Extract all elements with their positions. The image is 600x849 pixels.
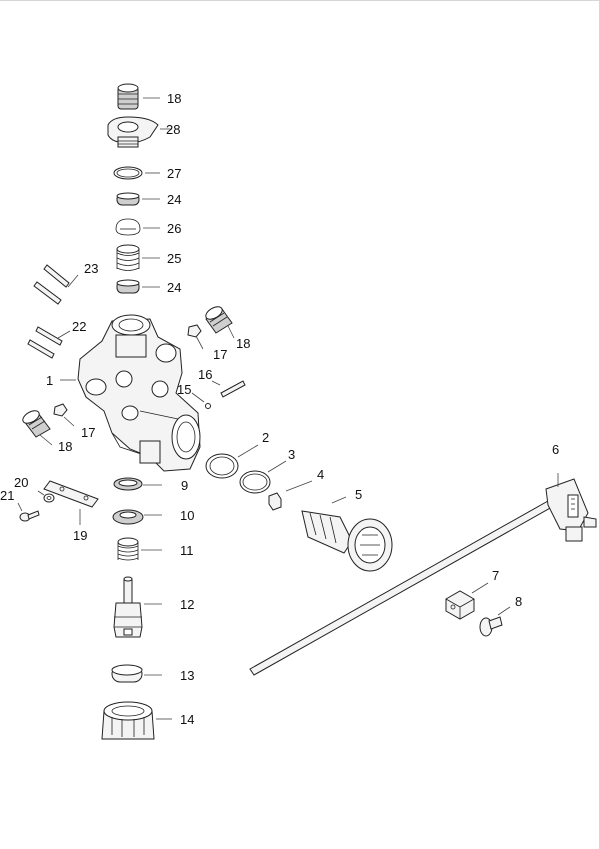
callout-4: 4: [317, 467, 324, 482]
part-13-disc: [111, 664, 143, 683]
part-18-top: [117, 83, 139, 110]
part-4-block: [268, 492, 282, 511]
part-10-washer: [112, 509, 144, 525]
callout-1: 1: [46, 373, 53, 388]
callout-15: 15: [177, 382, 191, 397]
callout-7: 7: [492, 568, 499, 583]
callout-17-right: 17: [213, 347, 227, 362]
part-23-pins: [33, 264, 70, 305]
part-17-left: [53, 403, 68, 417]
part-20-washer: [43, 493, 55, 503]
callout-21: 21: [0, 488, 14, 503]
callout-14: 14: [180, 712, 194, 727]
callout-9: 9: [181, 478, 188, 493]
callout-20: 20: [14, 475, 28, 490]
part-5-cartridge: [301, 510, 393, 572]
callout-18-right: 18: [236, 336, 250, 351]
callout-28: 28: [166, 122, 180, 137]
part-3-oring: [239, 470, 271, 494]
part-22-pins: [27, 326, 63, 359]
callout-6: 6: [552, 442, 559, 457]
callout-24-top: 24: [167, 192, 181, 207]
part-18-right: [205, 306, 233, 334]
part-26-clip: [115, 218, 141, 236]
callout-2: 2: [262, 430, 269, 445]
callout-25: 25: [167, 251, 181, 266]
part-21-screw: [19, 510, 40, 522]
part-19-plate: [43, 480, 99, 508]
part-9-oring: [113, 477, 143, 491]
callout-12: 12: [180, 597, 194, 612]
callout-18-top: 18: [167, 91, 181, 106]
part-12-stem: [113, 576, 143, 638]
callout-8: 8: [515, 594, 522, 609]
part-1-valve-body: [77, 314, 201, 472]
part-7-block: [445, 590, 475, 620]
callout-16: 16: [198, 367, 212, 382]
part-17-right: [187, 324, 202, 338]
callout-3: 3: [288, 447, 295, 462]
callout-26: 26: [167, 221, 181, 236]
part-24-lower: [116, 279, 140, 294]
callout-18-left: 18: [58, 439, 72, 454]
callout-5: 5: [355, 487, 362, 502]
leader-lines: [17, 97, 559, 720]
callout-19: 19: [73, 528, 87, 543]
callout-27: 27: [167, 166, 181, 181]
part-6-lever: [249, 478, 597, 676]
part-14-nut: [101, 701, 155, 740]
callout-labels: 18 28 27 24 26 25 24 23 22 18 17 16 15 1…: [0, 91, 559, 727]
part-2-oring: [205, 453, 239, 479]
part-16-pin: [220, 380, 246, 398]
part-11-spring: [117, 537, 139, 561]
callout-23: 23: [84, 261, 98, 276]
part-15-ball: [205, 403, 211, 409]
callout-10: 10: [180, 508, 194, 523]
callout-17-left: 17: [81, 425, 95, 440]
callout-11: 11: [180, 543, 194, 558]
callout-24-lower: 24: [167, 280, 181, 295]
part-8-screw: [479, 616, 503, 637]
part-24-top: [116, 192, 140, 206]
part-28: [107, 116, 159, 148]
callout-22: 22: [72, 319, 86, 334]
callout-13: 13: [180, 668, 194, 683]
part-18-left: [22, 410, 51, 438]
part-25-spring: [116, 244, 140, 271]
